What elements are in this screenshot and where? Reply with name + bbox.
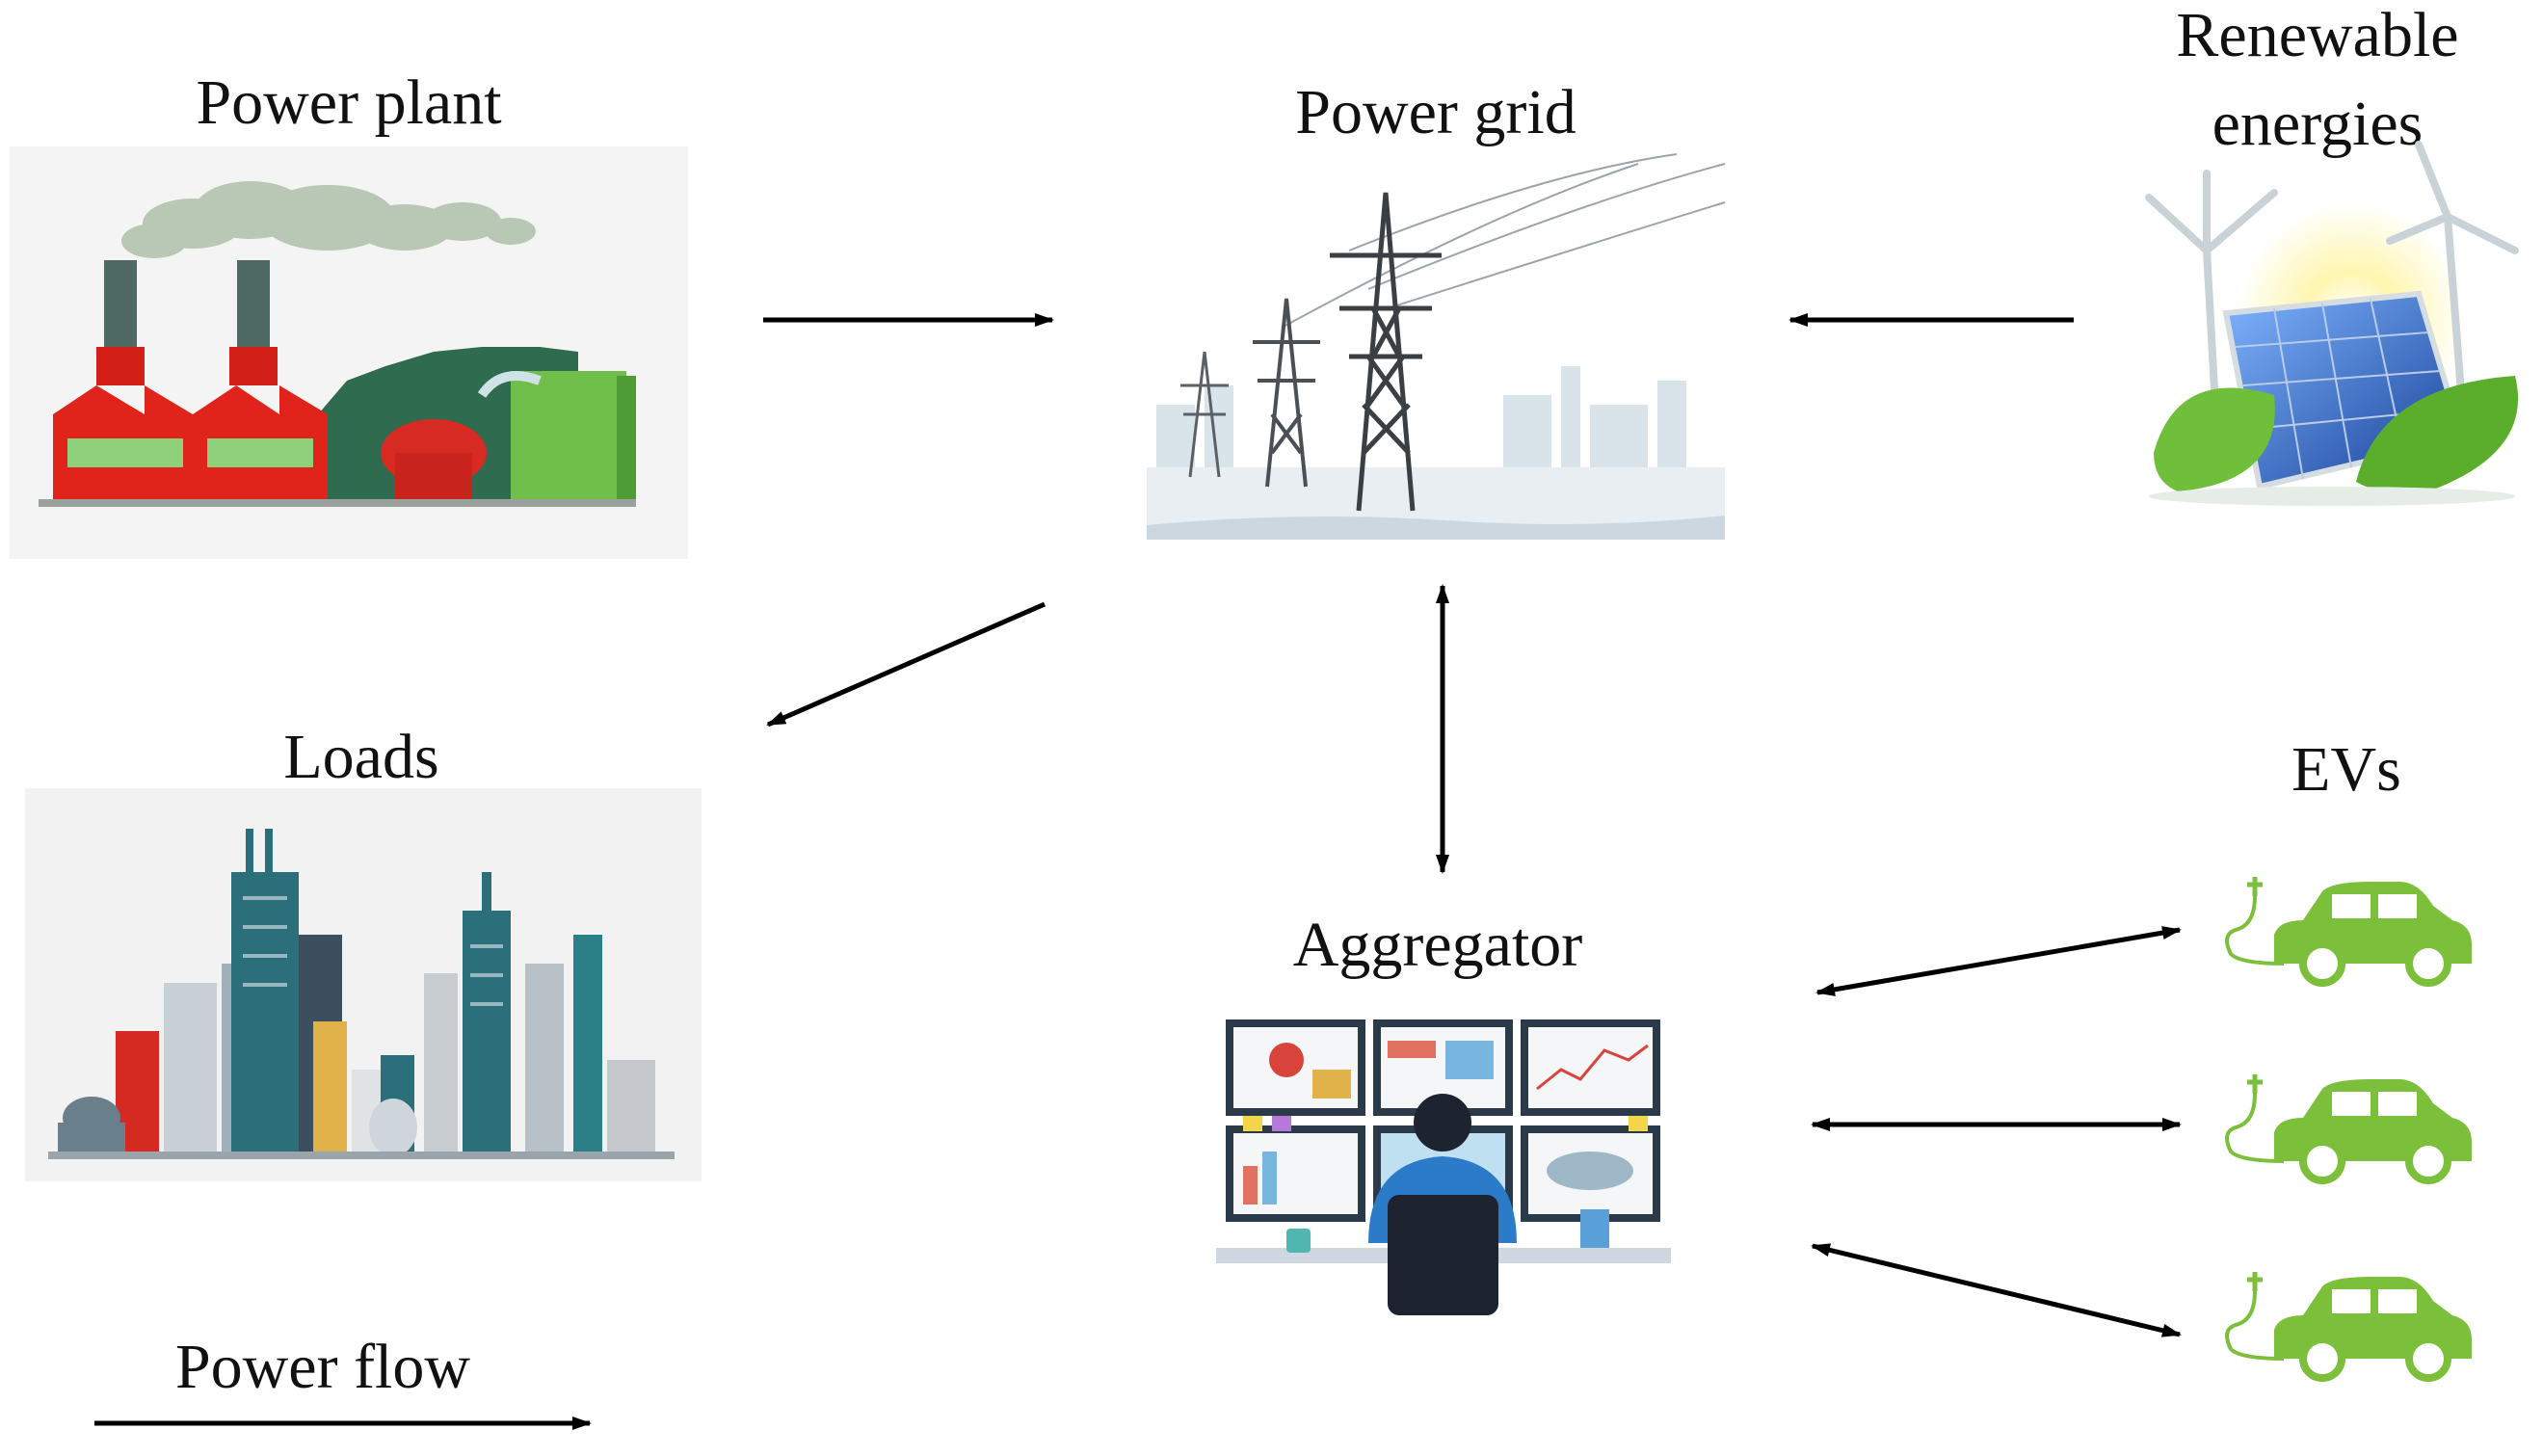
city-skyline-icon — [25, 788, 702, 1181]
solar-wind-icon — [2145, 141, 2519, 506]
legend: Power flow — [94, 1332, 592, 1430]
electric-car-icon — [2225, 877, 2472, 987]
factory-icon — [10, 146, 688, 559]
power-plant-node: Power plant — [10, 67, 688, 559]
arrow-aggregator-ev1 — [1815, 926, 2182, 996]
loads-node: Loads — [25, 722, 702, 1181]
renewables-label-line2: energies — [2212, 89, 2424, 159]
electric-car-icon — [2225, 1074, 2472, 1184]
loads-label: Loads — [283, 722, 438, 792]
evs-label: EVs — [2291, 734, 2401, 805]
evs-node: EVs — [2225, 734, 2472, 1382]
aggregator-label: Aggregator — [1293, 910, 1583, 980]
electric-car-icon — [2225, 1272, 2472, 1382]
aggregator-node: Aggregator — [1216, 910, 1671, 1315]
arrow-aggregator-ev3 — [1811, 1243, 2182, 1337]
power-plant-label: Power plant — [196, 67, 501, 138]
power-grid-label: Power grid — [1295, 77, 1576, 147]
control-room-icon — [1216, 1019, 1671, 1315]
flow-arrows — [763, 313, 2182, 1337]
legend-label: Power flow — [175, 1332, 470, 1402]
renewables-label-line1: Renewable — [2176, 0, 2458, 70]
transmission-tower-icon — [1147, 153, 1726, 540]
power-grid-node: Power grid — [1147, 77, 1726, 540]
arrow-grid-to-loads — [766, 601, 1046, 728]
renewables-node: Renewable energies — [2145, 0, 2519, 506]
